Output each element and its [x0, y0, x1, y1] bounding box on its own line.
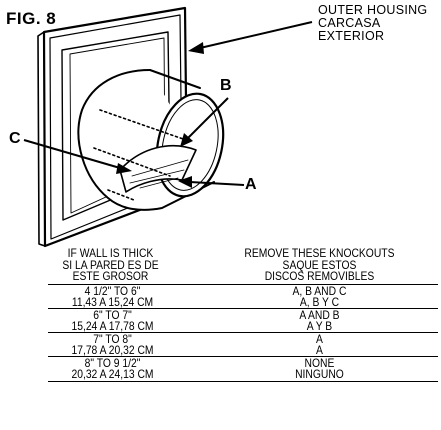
thickness-cm: 20,32 A 24,13 CM [71, 366, 154, 381]
thickness-cell: 7" TO 8" 17,78 A 20,32 CM [48, 332, 177, 357]
callout-a-leader [189, 181, 245, 186]
knockout-dotted-line-1 [99, 109, 187, 141]
outer-housing-leader [199, 21, 313, 49]
callout-c-leader [23, 139, 121, 169]
thickness-inches: 6" TO 7" [93, 308, 132, 322]
knockouts-cell: A, B AND C A, B Y C [224, 284, 415, 309]
thickness-cell: 8" TO 9 1/2" 20,32 A 24,13 CM [48, 356, 177, 381]
knockouts-es: NINGUNO [295, 366, 344, 381]
thickness-cm: 11,43 A 15,24 CM [71, 294, 154, 309]
outer-housing-label-en: OUTER HOUSING [318, 3, 428, 17]
figure-label: FIG. 8 [6, 9, 57, 28]
knockouts-en: A, B AND C [292, 284, 347, 298]
thickness-cell: 6" TO 7" 15,24 A 17,78 CM [48, 308, 177, 333]
knockouts-cell: A A [224, 332, 415, 357]
table-header-knockouts: REMOVE THESE KNOCKOUTS SAQUE ESTOS DISCO… [224, 246, 415, 283]
outer-housing-drawing [23, 6, 313, 248]
header-left-es-2: ESTE GROSOR [72, 269, 149, 283]
callout-b-arrowhead [180, 133, 193, 147]
callout-a: A [245, 176, 257, 193]
header-right-es-2: DISCOS REMOVIBLES [264, 269, 375, 283]
knockouts-cell: NONE NINGUNO [224, 356, 415, 381]
knockouts-es: A Y B [306, 318, 333, 333]
duct-top-edge [149, 69, 201, 89]
thickness-cm: 15,24 A 17,78 CM [71, 318, 154, 333]
knockouts-en: A [316, 332, 323, 346]
thickness-inches: 8" TO 9 1/2" [84, 356, 141, 370]
table-row: 7" TO 8" 17,78 A 20,32 CM A A [48, 332, 438, 357]
table-rule [48, 308, 438, 309]
outer-housing-label-es-1: CARCASA [318, 16, 381, 30]
knockouts-cell: A AND B A Y B [224, 308, 415, 333]
callout-b-leader [187, 97, 229, 139]
thickness-inches: 7" TO 8" [93, 332, 132, 346]
table-row: 6" TO 7" 15,24 A 17,78 CM A AND B A Y B [48, 308, 438, 333]
table-row: 8" TO 9 1/2" 20,32 A 24,13 CM NONE NINGU… [48, 356, 438, 381]
header-right-en: REMOVE THESE KNOCKOUTS [244, 246, 395, 260]
thickness-cell: 4 1/2" TO 6" 11,43 A 15,24 CM [48, 284, 177, 309]
table-rule [48, 381, 438, 382]
thickness-cm: 17,78 A 20,32 CM [71, 342, 154, 357]
header-left-en: IF WALL IS THICK [67, 246, 154, 260]
outer-housing-label-es-2: EXTERIOR [318, 29, 385, 43]
callout-c-arrowhead [116, 163, 132, 174]
callout-a-arrowhead [178, 176, 192, 188]
knockout-dotted-line-3 [107, 189, 135, 201]
knockout-dotted-line-2 [93, 147, 171, 177]
header-right-es-1: SAQUE ESTOS [282, 257, 357, 272]
flange-thickness [37, 31, 46, 247]
thickness-inches: 4 1/2" TO 6" [84, 284, 141, 298]
table-header-wall-thickness: IF WALL IS THICK SI LA PARED ES DE ESTE … [46, 246, 175, 283]
callout-c: C [9, 130, 21, 147]
table-rule [48, 356, 438, 357]
table-rule [48, 284, 438, 285]
table-row: 4 1/2" TO 6" 11,43 A 15,24 CM A, B AND C… [48, 284, 438, 309]
knockouts-es: A, B Y C [299, 294, 340, 309]
header-left-es-1: SI LA PARED ES DE [62, 257, 159, 272]
knockouts-en: A AND B [299, 308, 340, 322]
knockouts-es: A [316, 342, 323, 357]
callout-b: B [220, 77, 232, 94]
knockouts-en: NONE [304, 356, 335, 370]
outer-housing-arrowhead [188, 42, 204, 54]
table-rule [48, 332, 438, 333]
duct-front-rim [161, 99, 219, 191]
